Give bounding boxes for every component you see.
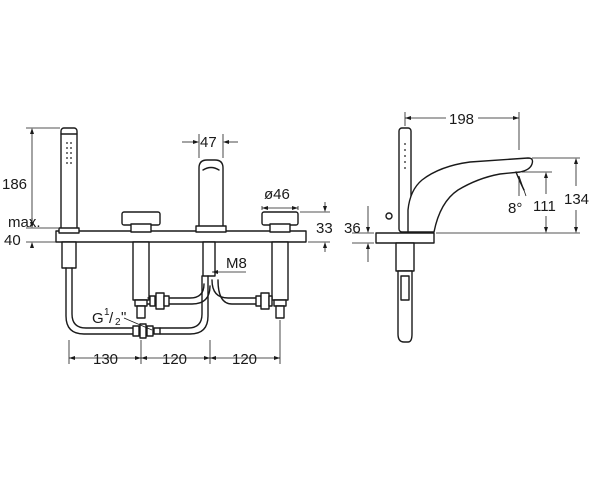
svg-text:2: 2 xyxy=(115,317,121,328)
dim-thread-m8: M8 xyxy=(226,255,247,272)
svg-text:/: / xyxy=(109,310,114,327)
side-under-deck xyxy=(395,242,415,343)
dim-spout-height: 111 xyxy=(533,198,556,215)
spout xyxy=(195,159,227,233)
dim-spout-reach: 198 xyxy=(449,111,474,128)
dim-deck-height: 36 xyxy=(344,220,361,237)
hoses xyxy=(65,267,273,335)
shower-spray-holes xyxy=(66,142,72,164)
dim-deck-offset-prefix: max. xyxy=(8,214,41,231)
side-deck-plate xyxy=(375,232,435,244)
side-dimension-lines xyxy=(352,112,580,262)
dim-total-height: 134 xyxy=(564,191,589,208)
dim-handle-diameter: ø46 xyxy=(264,186,290,203)
dim-spout-width: 47 xyxy=(200,134,217,151)
svg-text:G: G xyxy=(92,310,104,327)
dim-spacing-mid: 120 xyxy=(162,351,187,368)
deck-plate xyxy=(55,230,307,243)
dim-shower-height: 186 xyxy=(2,176,27,193)
side-shower-holes xyxy=(404,143,406,169)
front-view: 47 186 max. 40 ø46 33 M8 G 1 / 2 " 130 1… xyxy=(2,127,333,368)
svg-text:": " xyxy=(121,309,126,326)
svg-text:1: 1 xyxy=(104,307,110,318)
dim-spacing-left: 130 xyxy=(93,351,118,368)
dim-spout-angle: 8° xyxy=(508,200,522,217)
dim-handle-height: 33 xyxy=(316,220,333,237)
dim-deck-offset: 40 xyxy=(4,232,21,249)
hand-shower xyxy=(58,127,80,234)
right-handle xyxy=(261,211,299,233)
left-handle xyxy=(121,211,161,233)
fittings xyxy=(132,292,287,339)
front-dimension-lines xyxy=(26,127,330,364)
under-deck-bodies xyxy=(61,241,289,301)
dim-thread-g: G 1 / 2 " xyxy=(92,307,126,328)
dim-spacing-right: 120 xyxy=(232,351,257,368)
side-view: 198 134 111 8° 36 xyxy=(344,111,589,343)
